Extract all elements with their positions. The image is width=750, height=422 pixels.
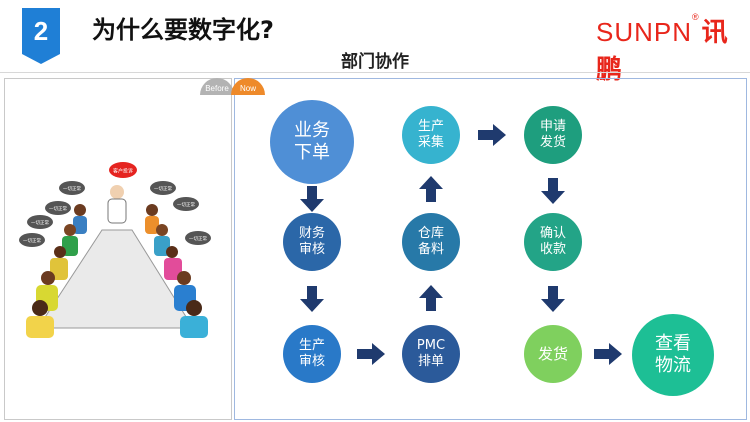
- node-label: 审核: [298, 354, 325, 369]
- logo-text-cn: 讯鹏: [596, 17, 729, 84]
- arrow-up-icon: [419, 285, 443, 311]
- logo-registered-mark: ®: [692, 12, 700, 22]
- speech-bubble: 一切正常 一切正常 一切正常 一切正常 一切正常 一切正常 一切正常: [19, 181, 211, 247]
- before-panel: [4, 78, 232, 420]
- speech-text: 一切正常: [31, 219, 49, 226]
- node-label: 业务: [294, 119, 330, 141]
- node-business-order[interactable]: 业务 下单: [270, 100, 354, 184]
- arrow-down-icon: [541, 286, 565, 312]
- node-label: 备料: [417, 242, 444, 257]
- brand-logo: SUNPN®讯鹏: [596, 12, 750, 86]
- speech-text: 一切正常: [63, 185, 81, 192]
- node-label: 收款: [539, 242, 566, 257]
- node-label: 生产: [298, 337, 325, 353]
- speech-text: 一切正常: [49, 205, 67, 212]
- node-apply-ship[interactable]: 申请 发货: [524, 106, 582, 164]
- node-label: 财务: [298, 225, 325, 241]
- speech-text: 一切正常: [154, 185, 172, 192]
- node-label: 发货: [537, 344, 568, 363]
- speech-text: 一切正常: [177, 201, 195, 208]
- slide-subtitle: 部门协作: [341, 52, 409, 72]
- node-warehouse-prepare[interactable]: 仓库 备料: [402, 213, 460, 271]
- node-label: PMC: [416, 337, 446, 353]
- speech-text-complaint: 客户投诉: [113, 168, 133, 175]
- node-label: 审核: [298, 242, 325, 257]
- person-icon: [107, 185, 127, 224]
- arrow-right-icon: [478, 124, 506, 146]
- section-number-badge: 2: [22, 8, 60, 64]
- speech-text: 一切正常: [23, 237, 41, 244]
- speech-text: 一切正常: [189, 235, 207, 242]
- arrow-down-icon: [300, 186, 324, 212]
- node-label: 发货: [539, 135, 566, 150]
- node-label: 申请: [539, 118, 566, 134]
- person-icon: [26, 204, 87, 338]
- node-confirm-payment[interactable]: 确认 收款: [524, 213, 582, 271]
- tab-before[interactable]: Before: [200, 78, 234, 95]
- node-label: 查看: [655, 332, 691, 354]
- page-title: 为什么要数字化?: [92, 16, 274, 44]
- arrow-down-icon: [300, 286, 324, 312]
- node-view-logistics[interactable]: 查看 物流: [632, 314, 714, 396]
- meeting-illustration: 客户投诉 一切正常 一切正常 一切正常 一切正常 一切正常 一切正常 一切正常: [19, 162, 211, 338]
- tab-now[interactable]: Now: [231, 78, 265, 95]
- node-label: 下单: [294, 142, 330, 163]
- node-finance-review[interactable]: 财务 审核: [283, 213, 341, 271]
- speech-bubble-top: 客户投诉: [109, 162, 137, 178]
- node-production-purchase[interactable]: 生产 采集: [402, 106, 460, 164]
- arrow-right-icon: [357, 343, 385, 365]
- node-label: 仓库: [417, 225, 444, 241]
- node-label: 排单: [417, 354, 444, 369]
- node-label: 确认: [539, 225, 566, 241]
- section-number: 2: [33, 16, 49, 46]
- header-divider: [0, 72, 750, 73]
- arrow-right-icon: [594, 343, 622, 365]
- node-label: 物流: [655, 355, 691, 376]
- node-label: 生产: [417, 118, 444, 134]
- arrow-down-icon: [541, 178, 565, 204]
- arrow-up-icon: [419, 176, 443, 202]
- logo-text-en: SUNPN: [596, 17, 693, 47]
- now-panel: [234, 78, 747, 420]
- node-pmc-schedule[interactable]: PMC 排单: [402, 325, 460, 383]
- node-production-review[interactable]: 生产 审核: [283, 325, 341, 383]
- node-ship[interactable]: 发货: [524, 325, 582, 383]
- node-label: 采集: [417, 135, 444, 150]
- person-icon: [145, 204, 208, 338]
